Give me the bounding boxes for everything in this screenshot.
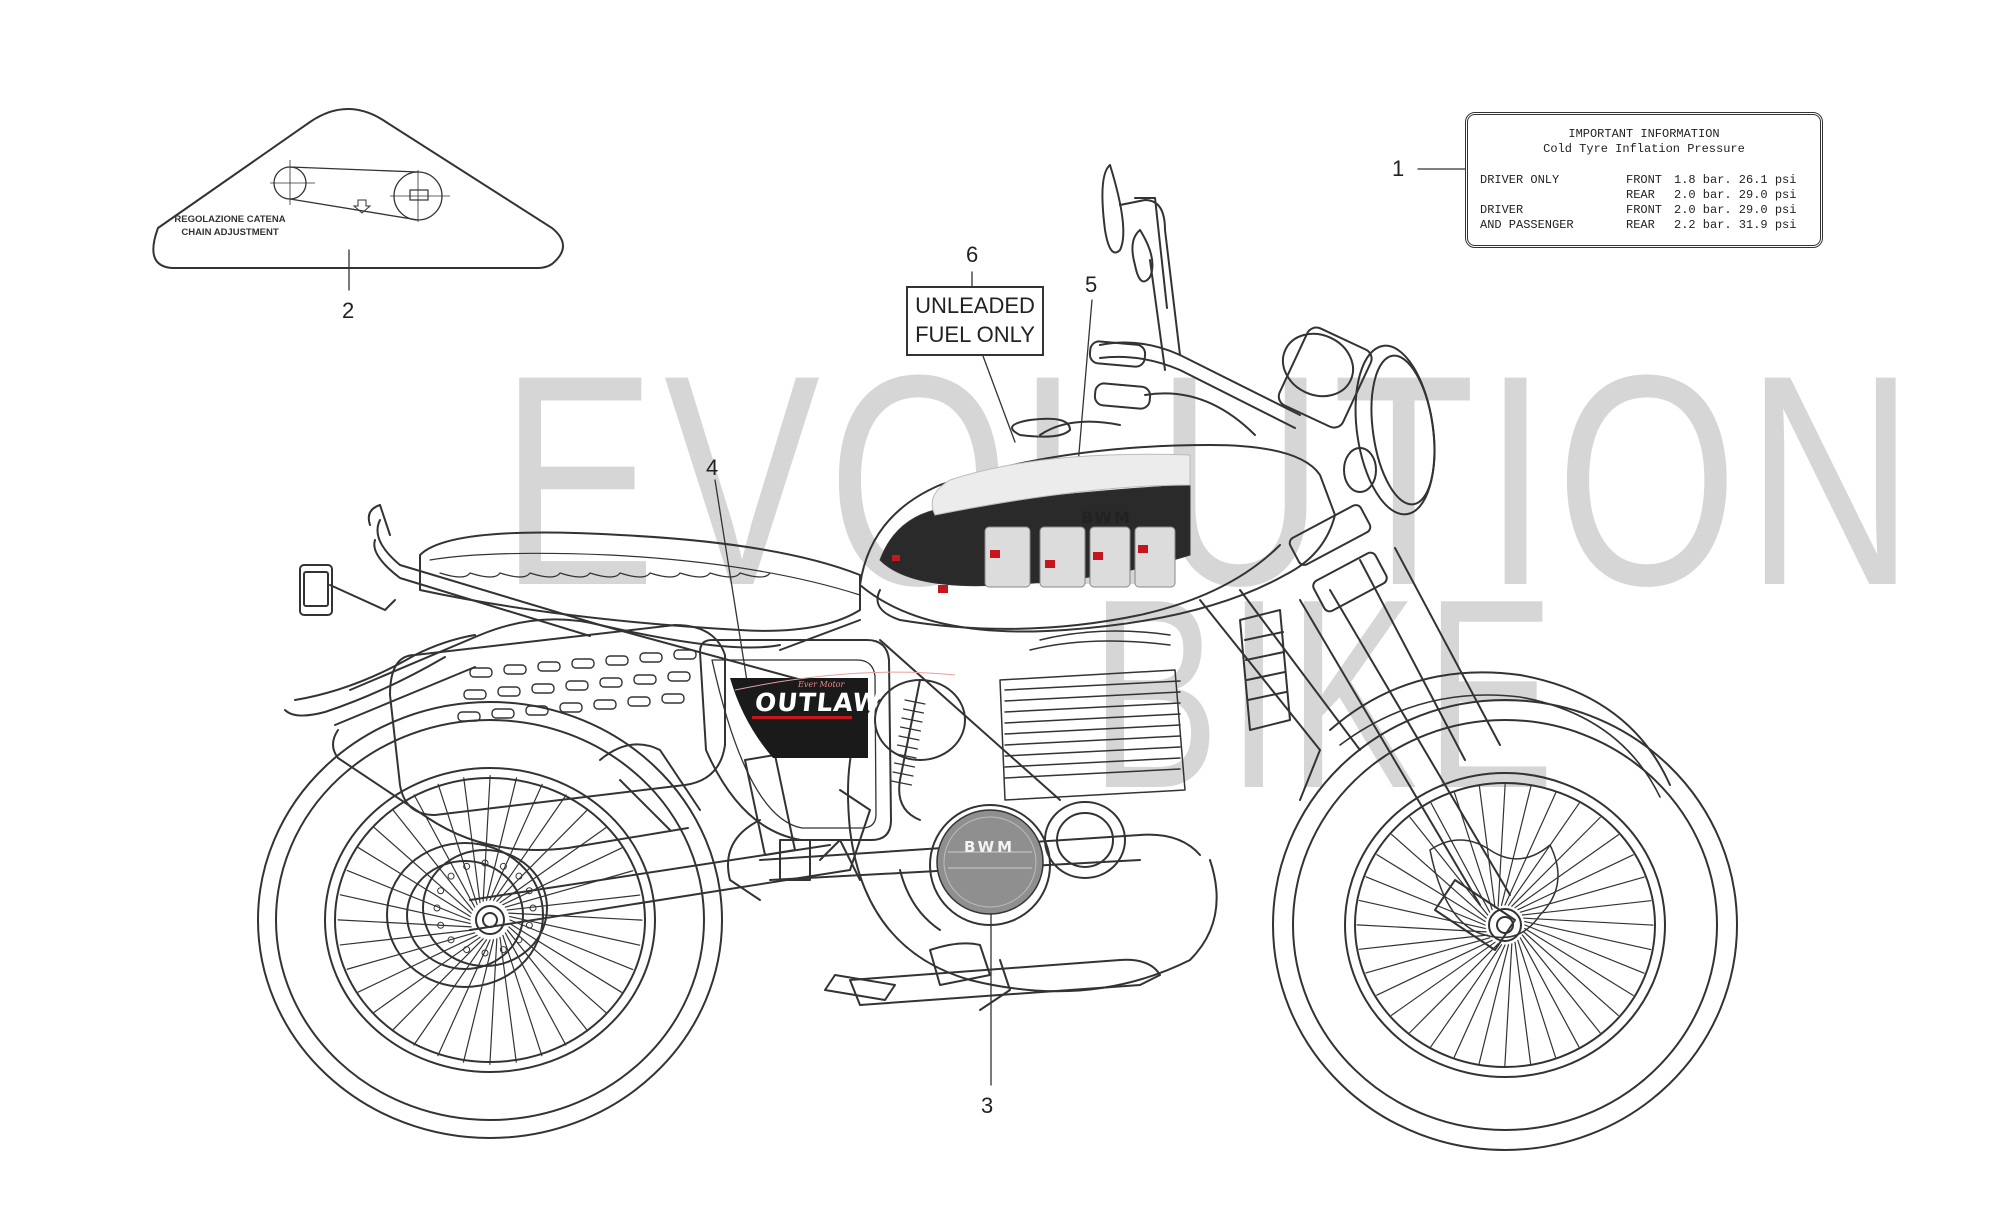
callout-3: 3 xyxy=(981,1093,994,1118)
chain-label-line1: REGOLAZIONE CATENA xyxy=(174,214,286,225)
tank-bwm-logo: BWM xyxy=(1081,508,1132,527)
engine-cover-bwm-logo: BWM xyxy=(964,838,1016,856)
info-row-value: 2.2 bar. 31.9 psi xyxy=(1674,218,1797,232)
outlaw-logo: OUTLAW xyxy=(753,688,883,717)
info-row-value: 2.0 bar. 29.0 psi xyxy=(1674,188,1797,202)
info-row-who: DRIVER ONLY xyxy=(1480,173,1560,187)
engine-cover-decal xyxy=(936,809,1044,915)
callout-1: 1 xyxy=(1392,156,1405,181)
fuel-label-line1: UNLEADED xyxy=(915,293,1035,318)
info-row: AND PASSENGER REAR 2.2 bar. 31.9 psi xyxy=(1480,218,1812,233)
callout-4: 4 xyxy=(706,455,719,480)
info-row-position: FRONT xyxy=(1626,203,1663,217)
info-row-value: 1.8 bar. 26.1 psi xyxy=(1674,173,1797,187)
info-row: DRIVER FRONT 2.0 bar. 29.0 psi xyxy=(1480,203,1812,218)
info-row-value: 2.0 bar. 29.0 psi xyxy=(1674,203,1797,217)
info-label-subtitle: Cold Tyre Inflation Pressure xyxy=(1543,142,1745,156)
unleaded-fuel-label: UNLEADED FUEL ONLY xyxy=(906,286,1044,356)
leader-line-6 xyxy=(982,355,1016,443)
info-row-position: REAR xyxy=(1626,218,1655,232)
info-row-position: REAR xyxy=(1626,188,1655,202)
chain-adjustment-label xyxy=(152,108,564,269)
front-wheel xyxy=(1272,699,1738,1151)
fuel-label-line2: FUEL ONLY xyxy=(915,322,1035,347)
info-row: DRIVER ONLY FRONT 1.8 bar. 26.1 psi xyxy=(1480,173,1812,188)
callout-2: 2 xyxy=(342,298,355,323)
tyre-pressure-label: IMPORTANT INFORMATION Cold Tyre Inflatio… xyxy=(1465,112,1823,248)
info-label-title: IMPORTANT INFORMATION xyxy=(1568,127,1720,141)
tank-decal xyxy=(879,453,1191,593)
info-row-who: DRIVER xyxy=(1480,203,1524,217)
info-row: REAR 2.0 bar. 29.0 psi xyxy=(1480,188,1812,203)
outlaw-subtext: Ever Motor xyxy=(798,680,845,689)
info-row-who: AND PASSENGER xyxy=(1480,218,1574,232)
chain-label-line2: CHAIN ADJUSTMENT xyxy=(181,227,279,238)
rear-wheel xyxy=(257,701,723,1139)
callout-6: 6 xyxy=(966,242,979,267)
info-row-position: FRONT xyxy=(1626,173,1663,187)
side-panel-decal xyxy=(730,671,956,758)
callout-5: 5 xyxy=(1085,272,1098,297)
leader-line-4 xyxy=(714,479,751,701)
